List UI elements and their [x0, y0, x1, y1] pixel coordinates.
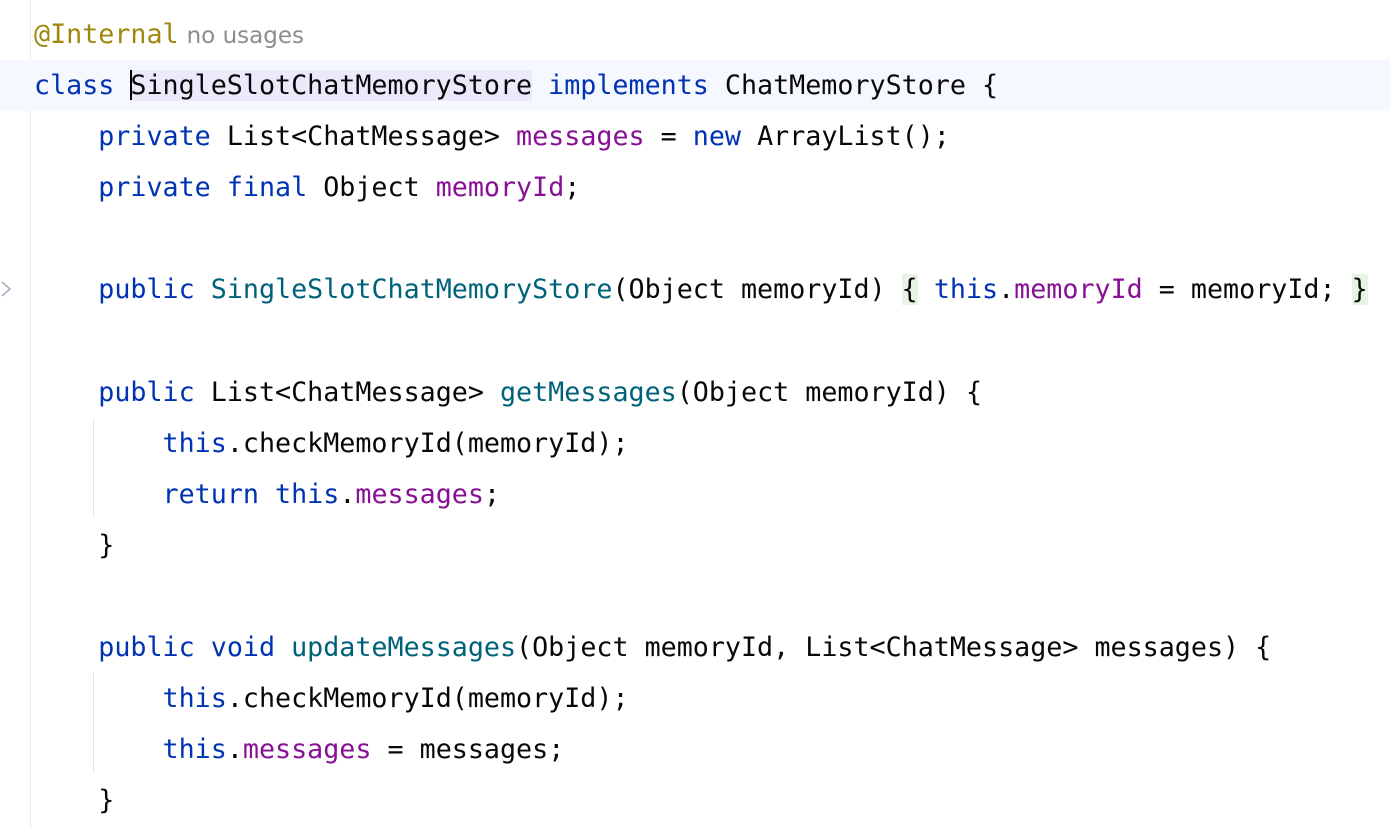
keyword-public: public	[98, 376, 211, 408]
code-line-field-messages: private List<ChatMessage> messages = new…	[34, 111, 1390, 162]
annotation-text: @Internal	[34, 19, 179, 50]
code-editor[interactable]: @Internal no usages class SingleSlotChatM…	[0, 9, 1390, 827]
indent-guide	[93, 418, 94, 518]
dot: .	[339, 478, 356, 510]
code-line-class-declaration: class SingleSlotChatMemoryStore implemen…	[0, 60, 1390, 112]
method-params: (Object memoryId, List<ChatMessage> mess…	[516, 632, 1272, 664]
keyword-public: public	[98, 274, 211, 306]
keyword-this: this	[162, 683, 227, 715]
text-caret	[130, 69, 133, 100]
close-brace: }	[98, 785, 115, 817]
constructor-name[interactable]: SingleSlotChatMemoryStore	[210, 274, 613, 306]
method-params: (Object memoryId) {	[676, 376, 983, 408]
initializer: ArrayList();	[741, 121, 950, 153]
code-line-statement: this.checkMemoryId(memoryId);	[34, 418, 1390, 469]
indent-guide	[93, 673, 94, 773]
code-line-constructor: public SingleSlotChatMemoryStore(Object …	[34, 264, 1390, 315]
keyword-new: new	[692, 121, 741, 153]
return-type: List<ChatMessage>	[210, 376, 500, 408]
assignment-rest: = messages;	[371, 734, 565, 766]
dot: .	[226, 734, 243, 766]
keyword-private-final: private final	[98, 172, 324, 204]
dot: .	[998, 274, 1015, 306]
code-line-annotation: @Internal no usages	[34, 9, 1390, 60]
keyword-class: class	[34, 70, 131, 102]
interface-name[interactable]: ChatMemoryStore	[724, 70, 966, 102]
field-type: Object	[323, 172, 436, 204]
close-brace: }	[98, 529, 115, 561]
code-line-update-messages-signature: public void updateMessages(Object memory…	[34, 622, 1390, 673]
semicolon: ;	[483, 478, 501, 510]
usage-hint[interactable]: no usages	[186, 23, 304, 49]
code-line-blank	[34, 316, 1390, 367]
assignment-rest: = memoryId;	[1142, 274, 1352, 306]
keyword-this: this	[162, 734, 227, 766]
code-line-blank	[34, 213, 1390, 264]
keyword-public-void: public void	[98, 632, 292, 664]
method-call: .checkMemoryId(memoryId);	[226, 683, 629, 715]
keyword-private: private	[98, 121, 227, 153]
code-line-field-memoryid: private final Object memoryId;	[34, 162, 1390, 213]
method-call: .checkMemoryId(memoryId);	[226, 427, 629, 459]
assign-op: =	[644, 121, 693, 153]
code-line-assignment: this.messages = messages;	[34, 724, 1390, 775]
field-type: List<ChatMessage>	[226, 121, 517, 153]
keyword-implements: implements	[532, 70, 725, 102]
field-reference[interactable]: messages	[355, 478, 484, 510]
field-name[interactable]: memoryId	[435, 172, 565, 204]
code-line-close-brace: }	[34, 520, 1390, 571]
chevron-right-icon[interactable]	[0, 278, 12, 300]
class-name[interactable]: SingleSlotChatMemoryStore	[130, 70, 533, 102]
keyword-this: this	[162, 427, 227, 459]
code-line-close-brace: }	[34, 775, 1390, 826]
open-brace-highlight: {	[901, 274, 918, 306]
code-line-return: return this.messages;	[34, 469, 1390, 520]
keyword-this: this	[917, 274, 999, 306]
method-name[interactable]: getMessages	[499, 376, 677, 408]
code-line-get-messages-signature: public List<ChatMessage> getMessages(Obj…	[34, 367, 1390, 418]
close-brace-highlight: }	[1351, 274, 1368, 306]
keyword-this: this	[275, 478, 340, 510]
method-name[interactable]: updateMessages	[291, 632, 517, 664]
keyword-return: return	[162, 478, 276, 510]
open-brace: {	[965, 70, 999, 102]
editor-gutter-divider	[30, 0, 31, 829]
code-line-blank	[34, 571, 1390, 622]
constructor-params: (Object memoryId)	[612, 274, 902, 306]
field-reference[interactable]: messages	[242, 734, 372, 766]
code-line-statement: this.checkMemoryId(memoryId);	[34, 673, 1390, 724]
semicolon: ;	[564, 172, 581, 204]
field-name[interactable]: messages	[516, 121, 645, 153]
field-reference[interactable]: memoryId	[1014, 274, 1143, 306]
